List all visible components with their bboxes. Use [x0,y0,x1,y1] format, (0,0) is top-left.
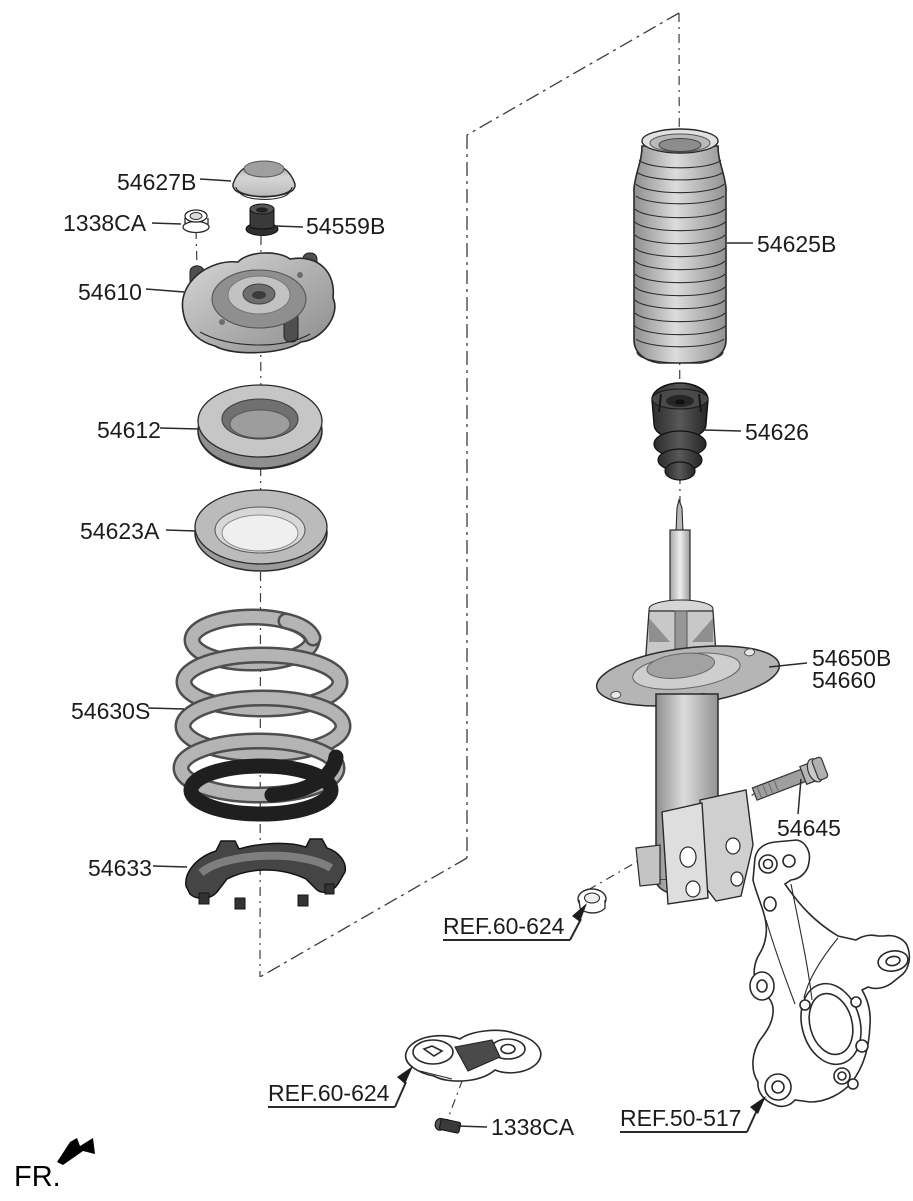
label-54627B: 54627B [117,169,196,195]
label-54559B: 54559B [306,213,385,239]
strut-nut-part [577,888,607,914]
lock-nut-part [245,203,279,236]
label-54612: 54612 [97,417,161,443]
knuckle-part [749,839,911,1108]
ref-bracket-arrowhead [397,1066,413,1084]
small-bolt-part [434,1117,462,1134]
strut-cap-part [232,160,296,200]
ref-nut-label[interactable]: REF.60-624 [443,913,565,939]
label-54650B: 54650B [812,645,891,671]
coil-spring-part [172,608,352,822]
insulator-part [181,252,336,354]
label-54626: 54626 [745,419,809,445]
leader-lines [145,178,808,1128]
ref-bracket-label[interactable]: REF.60-624 [268,1080,390,1106]
front-arrow-icon [57,1138,95,1165]
label-54645: 54645 [777,815,841,841]
label-54633: 54633 [88,855,152,881]
label-54610: 54610 [78,279,142,305]
label-54660: 54660 [812,667,876,693]
label-54625B: 54625B [757,231,836,257]
flange-nut-top-part [182,209,210,234]
dust-cover-part [633,128,727,364]
label-1338CA-bottom: 1338CA [491,1114,575,1140]
part-labels: 54627B 1338CA 54559B 54610 54612 54623A … [63,169,891,1140]
label-54630S: 54630S [71,698,150,724]
bumper-part [651,382,709,481]
label-54623A: 54623A [80,518,160,544]
upper-seat-part [194,489,328,572]
lower-bracket-part [404,1029,542,1082]
bearing-part [197,384,323,470]
front-direction-marker: FR. [14,1138,95,1193]
ref-nut-link[interactable]: REF.60-624 [443,903,587,941]
ref-knuckle-link[interactable]: REF.50-517 [620,1096,766,1133]
label-1338CA-top: 1338CA [63,210,147,236]
strut-assembly-part [595,498,781,905]
lower-pad-part [185,838,347,910]
knuckle-bolt-part [751,756,829,801]
ref-knuckle-label[interactable]: REF.50-517 [620,1105,741,1131]
ref-bracket-link[interactable]: REF.60-624 [268,1066,413,1108]
front-marker-label: FR. [14,1161,61,1193]
ref-nut-arrowhead [572,903,587,922]
ref-knuckle-arrowhead [750,1096,766,1114]
